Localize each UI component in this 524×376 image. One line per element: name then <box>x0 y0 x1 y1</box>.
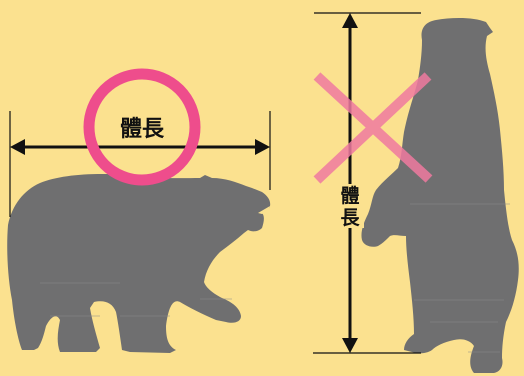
walking-bear-silhouette <box>7 174 271 353</box>
horizontal-arrow-right-head <box>255 139 270 155</box>
vertical-length-label-char1: 體 <box>340 185 359 207</box>
walking-bear <box>7 174 271 353</box>
standing-bear <box>361 17 519 373</box>
standing-bear-fur-lines <box>410 203 510 353</box>
walking-bear-mouth <box>258 206 270 214</box>
vertical-arrow-top-head <box>342 13 358 28</box>
vertical-label-background <box>336 184 364 228</box>
vertical-length-measurement <box>313 12 421 354</box>
cross-mark-icon <box>313 72 433 184</box>
circle-mark-icon <box>83 68 201 186</box>
horizontal-arrow-left-head <box>10 139 25 155</box>
walking-bear-fur-lines <box>40 282 232 317</box>
vertical-arrow-bottom-head <box>342 338 358 353</box>
horizontal-length-measurement <box>9 111 271 217</box>
horizontal-length-label: 體長 <box>120 116 165 142</box>
cross-mark-stroke-2 <box>313 72 432 184</box>
standing-bear-silhouette <box>361 17 519 373</box>
vertical-length-label-char2: 長 <box>340 207 360 229</box>
